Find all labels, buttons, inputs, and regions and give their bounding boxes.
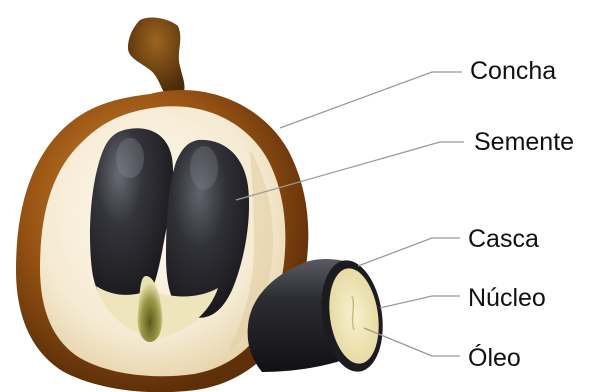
leader-concha — [280, 72, 462, 128]
seed-left-highlight — [116, 138, 144, 178]
seed-right-highlight — [190, 146, 218, 190]
leader-casca — [358, 238, 460, 266]
leader-nucleo — [380, 296, 460, 308]
label-semente: Semente — [474, 128, 574, 156]
label-concha: Concha — [470, 57, 556, 85]
stem-shape — [128, 18, 185, 96]
label-oleo: Óleo — [468, 343, 521, 372]
label-nucleo: Núcleo — [468, 284, 546, 312]
label-casca: Casca — [468, 225, 539, 253]
